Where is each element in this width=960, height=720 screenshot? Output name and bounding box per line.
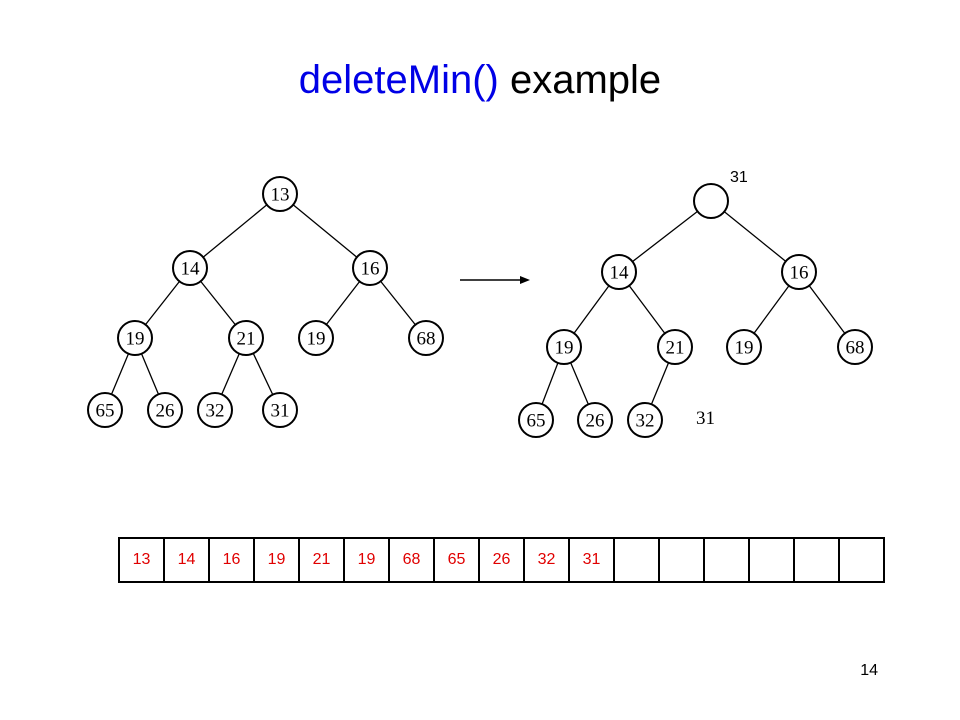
- after-tree-node-label: 32: [636, 411, 655, 432]
- before-tree-node-label: 19: [307, 329, 326, 350]
- before-tree-node-label: 32: [206, 401, 225, 422]
- moved-last-value: 31: [696, 408, 715, 429]
- array-cell-empty: [838, 537, 885, 583]
- before-tree-edge: [200, 280, 236, 326]
- array-cell: 21: [298, 537, 345, 583]
- before-tree-edge: [380, 280, 416, 326]
- after-tree-node: [546, 329, 582, 365]
- after-tree-edge: [570, 362, 589, 405]
- before-tree-node-label: 13: [271, 185, 290, 206]
- array-cell: 19: [253, 537, 300, 583]
- before-tree-node-label: 31: [271, 401, 290, 422]
- after-tree-edge: [808, 285, 846, 334]
- after-tree-node: [627, 402, 663, 438]
- before-tree-node-label: 19: [126, 329, 145, 350]
- before-tree-node: [262, 392, 298, 428]
- array-cell: 68: [388, 537, 435, 583]
- page-number: 14: [860, 662, 878, 679]
- before-tree-node-label: 68: [417, 329, 436, 350]
- before-tree-edge: [144, 280, 181, 326]
- after-tree-edge: [632, 210, 698, 263]
- before-tree-edge: [325, 281, 361, 325]
- before-tree-edge: [110, 353, 130, 395]
- before-tree-node: [228, 320, 264, 356]
- after-tree-edge: [650, 362, 670, 405]
- after-tree-node-label: 26: [586, 411, 605, 432]
- array-cell: 31: [568, 537, 615, 583]
- before-tree-node-label: 65: [96, 401, 115, 422]
- after-tree-node-label: 68: [846, 338, 865, 359]
- title-function-name: deleteMin(): [298, 58, 499, 102]
- array-cell: 26: [478, 537, 525, 583]
- array-cell-empty: [613, 537, 660, 583]
- after-tree-node-label: 19: [555, 338, 574, 359]
- array-cell-empty: [658, 537, 705, 583]
- array-cell: 65: [433, 537, 480, 583]
- after-tree-node-label: 14: [610, 263, 630, 284]
- after-tree: 14 16 19 21 19 68 65 26 32: [518, 183, 873, 438]
- after-tree-node: [577, 402, 613, 438]
- after-tree-node: [726, 329, 762, 365]
- array-cell: 32: [523, 537, 570, 583]
- after-tree-node-label: 19: [735, 338, 754, 359]
- before-tree-edge: [221, 353, 240, 395]
- before-tree-node: [298, 320, 334, 356]
- after-tree-edge: [753, 285, 790, 334]
- after-tree-node: [601, 254, 637, 290]
- before-tree-node: [262, 176, 298, 212]
- before-tree-node: [197, 392, 233, 428]
- title-rest: example: [498, 58, 662, 102]
- array-cell-empty: [703, 537, 750, 583]
- hole-pending-value-label: 31: [730, 169, 748, 186]
- before-tree-edge: [140, 353, 160, 395]
- slide-title: deleteMin() example: [0, 56, 960, 104]
- before-tree-node: [172, 250, 208, 286]
- after-tree-node-label: 65: [527, 411, 546, 432]
- array-cell: 19: [343, 537, 390, 583]
- after-tree-edge: [573, 285, 610, 334]
- before-tree-edge: [252, 353, 274, 395]
- heap-diagram: 13 14 16 19 21 19 68 65 26 32 31 14 16 19 21 19 68 65 26 3…: [87, 169, 873, 438]
- array-cell: 13: [118, 537, 165, 583]
- before-tree-node: [147, 392, 183, 428]
- before-tree-node: [408, 320, 444, 356]
- array-cell: 14: [163, 537, 210, 583]
- transition-arrow: [460, 276, 530, 284]
- after-tree-hole-node: [693, 183, 729, 219]
- array-cell-empty: [748, 537, 795, 583]
- after-tree-node: [657, 329, 693, 365]
- before-tree-node: [117, 320, 153, 356]
- before-tree-edge: [202, 204, 268, 258]
- after-tree-edge: [541, 362, 559, 405]
- before-tree-node-label: 26: [156, 401, 175, 422]
- before-tree: 13 14 16 19 21 19 68 65 26 32 31: [87, 176, 444, 428]
- before-tree-edge: [292, 204, 358, 258]
- after-tree-node: [518, 402, 554, 438]
- after-tree-node: [837, 329, 873, 365]
- after-tree-edge: [628, 285, 666, 334]
- after-tree-edge: [723, 211, 787, 262]
- after-tree-node-label: 16: [790, 263, 809, 284]
- before-tree-node: [87, 392, 123, 428]
- after-tree-node-label: 21: [666, 338, 685, 359]
- after-tree-node: [781, 254, 817, 290]
- before-tree-node-label: 16: [361, 259, 380, 280]
- array-cell: 16: [208, 537, 255, 583]
- before-tree-node-label: 14: [181, 259, 201, 280]
- before-tree-node-label: 21: [237, 329, 256, 350]
- array-cell-empty: [793, 537, 840, 583]
- before-tree-node: [352, 250, 388, 286]
